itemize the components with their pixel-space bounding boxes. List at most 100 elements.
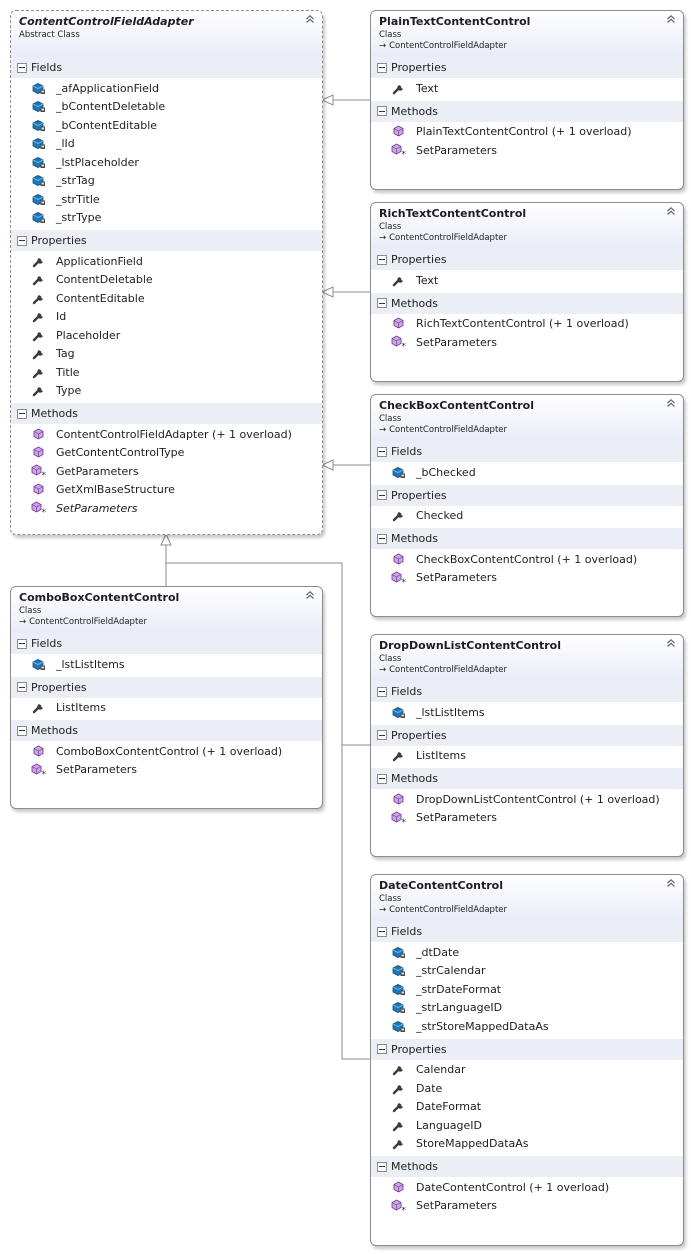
property-row[interactable]: ApplicationField: [11, 252, 322, 271]
collapse-class-chevron-icon[interactable]: [305, 590, 315, 604]
collapse-class-chevron-icon[interactable]: [666, 398, 676, 412]
collapse-section-icon[interactable]: [17, 682, 27, 692]
methods-section-header[interactable]: Methods: [11, 403, 322, 424]
field-row[interactable]: _strType: [11, 209, 322, 228]
properties-section-header[interactable]: Properties: [11, 676, 322, 698]
collapse-class-chevron-icon[interactable]: [666, 878, 676, 892]
method-row[interactable]: *SetParameters: [371, 809, 683, 828]
collapse-section-icon[interactable]: [377, 1161, 387, 1172]
collapse-section-icon[interactable]: [17, 62, 27, 73]
collapse-section-icon[interactable]: [17, 638, 27, 649]
collapse-section-icon[interactable]: [17, 725, 27, 736]
fields-section-header[interactable]: Fields: [11, 633, 322, 654]
field-row[interactable]: _strLanguageID: [371, 999, 683, 1018]
field-row[interactable]: _lId: [11, 135, 322, 154]
property-row[interactable]: ListItems: [11, 699, 322, 718]
field-row[interactable]: _dtDate: [371, 943, 683, 962]
method-row[interactable]: PlainTextContentControl (+ 1 overload): [371, 123, 683, 142]
properties-section-header[interactable]: Properties: [371, 57, 683, 78]
property-row[interactable]: StoreMappedDataAs: [371, 1135, 683, 1154]
property-row[interactable]: LanguageID: [371, 1116, 683, 1135]
collapse-section-icon[interactable]: [377, 254, 387, 265]
collapse-section-icon[interactable]: [377, 926, 387, 937]
method-row[interactable]: ComboBoxContentControl (+ 1 overload): [11, 742, 322, 761]
method-row[interactable]: GetXmlBaseStructure: [11, 481, 322, 500]
methods-section-header[interactable]: Methods: [11, 720, 322, 741]
property-row[interactable]: Title: [11, 363, 322, 382]
method-row[interactable]: DateContentControl (+ 1 overload): [371, 1178, 683, 1197]
collapse-section-icon[interactable]: [377, 298, 387, 308]
field-row[interactable]: _strTag: [11, 172, 322, 191]
collapse-section-icon[interactable]: [377, 686, 387, 697]
collapse-section-icon[interactable]: [377, 773, 387, 784]
method-row[interactable]: *SetParameters: [371, 141, 683, 160]
field-row[interactable]: _lstPlaceholder: [11, 153, 322, 172]
property-row[interactable]: Type: [11, 382, 322, 401]
method-row[interactable]: RichTextContentControl (+ 1 overload): [371, 315, 683, 334]
property-row[interactable]: Date: [371, 1079, 683, 1098]
collapse-section-icon[interactable]: [377, 490, 387, 500]
collapse-section-icon[interactable]: [377, 446, 387, 457]
field-row[interactable]: _lstListItems: [371, 703, 683, 722]
fields-section-header[interactable]: Fields: [11, 57, 322, 78]
collapse-section-icon[interactable]: [377, 1044, 387, 1054]
field-row[interactable]: _strTitle: [11, 190, 322, 209]
method-row[interactable]: *SetParameters: [11, 499, 322, 518]
method-row[interactable]: GetContentControlType: [11, 444, 322, 463]
properties-section-header[interactable]: Properties: [371, 484, 683, 506]
field-row[interactable]: _afApplicationField: [11, 79, 322, 98]
collapse-section-icon[interactable]: [377, 730, 387, 740]
collapse-class-chevron-icon[interactable]: [305, 14, 315, 28]
collapse-section-icon[interactable]: [17, 408, 27, 419]
fields-section-header[interactable]: Fields: [371, 441, 683, 462]
method-row[interactable]: DropDownListContentControl (+ 1 overload…: [371, 790, 683, 809]
methods-section-header[interactable]: Methods: [371, 1156, 683, 1177]
property-row[interactable]: Text: [371, 271, 683, 290]
methods-section-header[interactable]: Methods: [371, 528, 683, 549]
field-row[interactable]: _bChecked: [371, 463, 683, 482]
field-row[interactable]: _strDateFormat: [371, 980, 683, 999]
methods-section-header[interactable]: Methods: [371, 292, 683, 314]
fields-section-header[interactable]: Fields: [371, 681, 683, 702]
method-row[interactable]: *SetParameters: [371, 333, 683, 352]
fields-section-header[interactable]: Fields: [371, 921, 683, 942]
collapse-section-icon[interactable]: [17, 235, 27, 246]
method-row[interactable]: *SetParameters: [371, 569, 683, 588]
collapse-class-chevron-icon[interactable]: [666, 206, 676, 220]
properties-section-header[interactable]: Properties: [371, 724, 683, 746]
property-row[interactable]: Text: [371, 79, 683, 98]
field-row[interactable]: _strCalendar: [371, 962, 683, 981]
method-row[interactable]: *GetParameters: [11, 462, 322, 481]
methods-section-header[interactable]: Methods: [371, 768, 683, 789]
method-row[interactable]: *SetParameters: [371, 1197, 683, 1216]
field-row[interactable]: _strStoreMappedDataAs: [371, 1017, 683, 1036]
property-row[interactable]: Calendar: [371, 1061, 683, 1080]
methods-section-header[interactable]: Methods: [371, 100, 683, 122]
field-row[interactable]: _bContentDeletable: [11, 98, 322, 117]
collapse-section-icon[interactable]: [377, 62, 387, 73]
property-row[interactable]: DateFormat: [371, 1098, 683, 1117]
property-row[interactable]: Placeholder: [11, 326, 322, 345]
collapse-class-chevron-icon[interactable]: [666, 14, 676, 28]
property-row[interactable]: ContentEditable: [11, 289, 322, 308]
collapse-section-icon[interactable]: [377, 106, 387, 116]
property-row[interactable]: Id: [11, 308, 322, 327]
field-row[interactable]: _lstListItems: [11, 655, 322, 674]
method-row[interactable]: *SetParameters: [11, 761, 322, 780]
field-row[interactable]: _bContentEditable: [11, 116, 322, 135]
method-row[interactable]: CheckBoxContentControl (+ 1 overload): [371, 550, 683, 569]
properties-section-header[interactable]: Properties: [11, 230, 322, 251]
properties-section-header[interactable]: Properties: [371, 249, 683, 270]
property-row[interactable]: Tag: [11, 345, 322, 364]
property-row[interactable]: Checked: [371, 507, 683, 526]
